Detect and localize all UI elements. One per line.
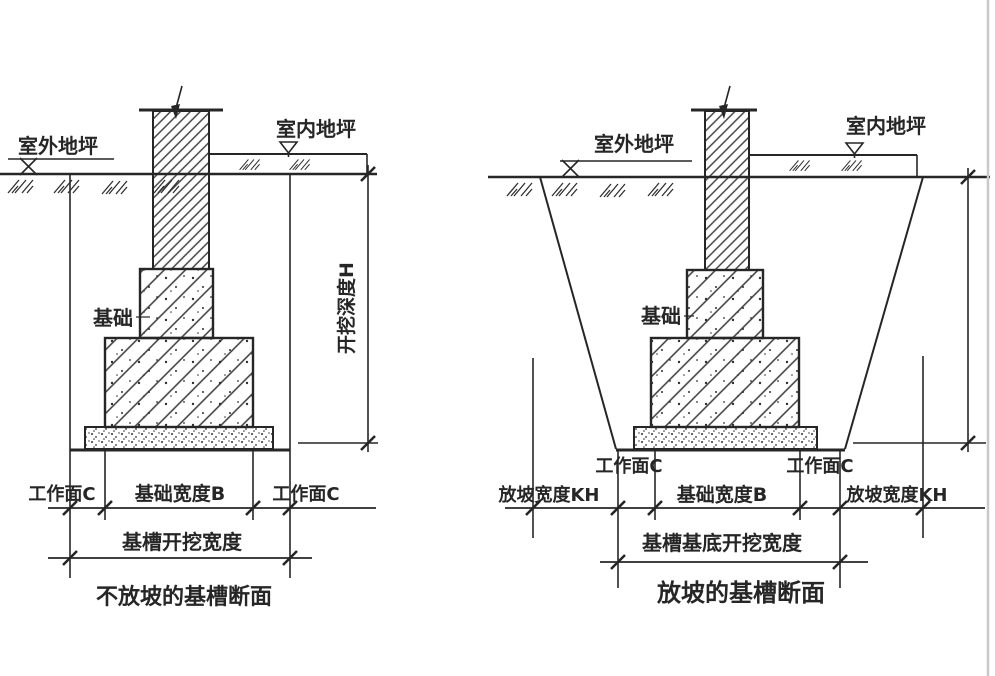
left-diagram-caption: 不放坡的基槽断面 bbox=[96, 584, 272, 610]
ground-lines-right-diagram bbox=[488, 142, 990, 179]
footing-left-diagram bbox=[103, 267, 255, 429]
footing-right-diagram bbox=[649, 268, 801, 429]
width-dimensions-right-diagram bbox=[505, 356, 985, 588]
outdoor-ground-label-right: 室外地坪 bbox=[594, 132, 674, 156]
foundation-width-label-left-diagram: 基础宽度B bbox=[134, 482, 225, 505]
foundation-label-right: 基础 bbox=[641, 304, 681, 328]
right-diagram: 室外地坪 室内地坪 基础 工作面C 工作面C 放坡宽度KH 基础宽度B 放坡宽度… bbox=[488, 85, 990, 607]
left-diagram: 室外地坪 室内地坪 基础 开挖深度H 工作面C 基础宽度B 工作面C 基槽开挖宽… bbox=[0, 85, 378, 610]
trench-right-diagram bbox=[539, 176, 986, 452]
working-face-left-label-right-diagram: 工作面C bbox=[595, 455, 662, 477]
right-diagram-caption: 放坡的基槽断面 bbox=[656, 579, 825, 607]
outdoor-level-icon bbox=[19, 157, 38, 176]
depth-dimension-left-diagram bbox=[359, 165, 377, 452]
break-arrow-icon bbox=[171, 85, 183, 119]
slope-width-right-label: 放坡宽度KH bbox=[845, 484, 947, 506]
bedding-layer-right-diagram bbox=[633, 426, 818, 450]
indoor-ground-label-left: 室内地坪 bbox=[276, 117, 356, 141]
working-face-right-label-right-diagram: 工作面C bbox=[786, 455, 853, 477]
outdoor-ground-label-left: 室外地坪 bbox=[18, 134, 98, 158]
excavation-depth-label: 开挖深度H bbox=[335, 262, 358, 354]
trench-bottom-width-label: 基槽基底开挖宽度 bbox=[642, 531, 803, 555]
indoor-ground-label-right: 室内地坪 bbox=[846, 114, 926, 138]
foundation-width-label-right-diagram: 基础宽度B bbox=[676, 483, 767, 506]
width-dimensions-left-diagram bbox=[48, 449, 376, 567]
break-arrow-icon bbox=[719, 85, 731, 119]
working-face-right-label-left-diagram: 工作面C bbox=[272, 483, 339, 505]
foundation-label-left: 基础 bbox=[93, 306, 133, 330]
wall-column-right-diagram bbox=[691, 85, 757, 271]
bedding-layer-left-diagram bbox=[84, 426, 274, 450]
soil-hatch-right-diagram bbox=[506, 159, 863, 198]
outdoor-level-icon bbox=[561, 159, 580, 178]
ground-lines-left-diagram bbox=[0, 141, 377, 176]
trench-width-label: 基槽开挖宽度 bbox=[122, 530, 243, 554]
wall-column-left-diagram bbox=[139, 85, 223, 270]
slope-width-left-label: 放坡宽度KH bbox=[497, 484, 599, 506]
working-face-left-label-left-diagram: 工作面C bbox=[28, 483, 95, 505]
depth-dimension-right-diagram bbox=[959, 168, 977, 452]
